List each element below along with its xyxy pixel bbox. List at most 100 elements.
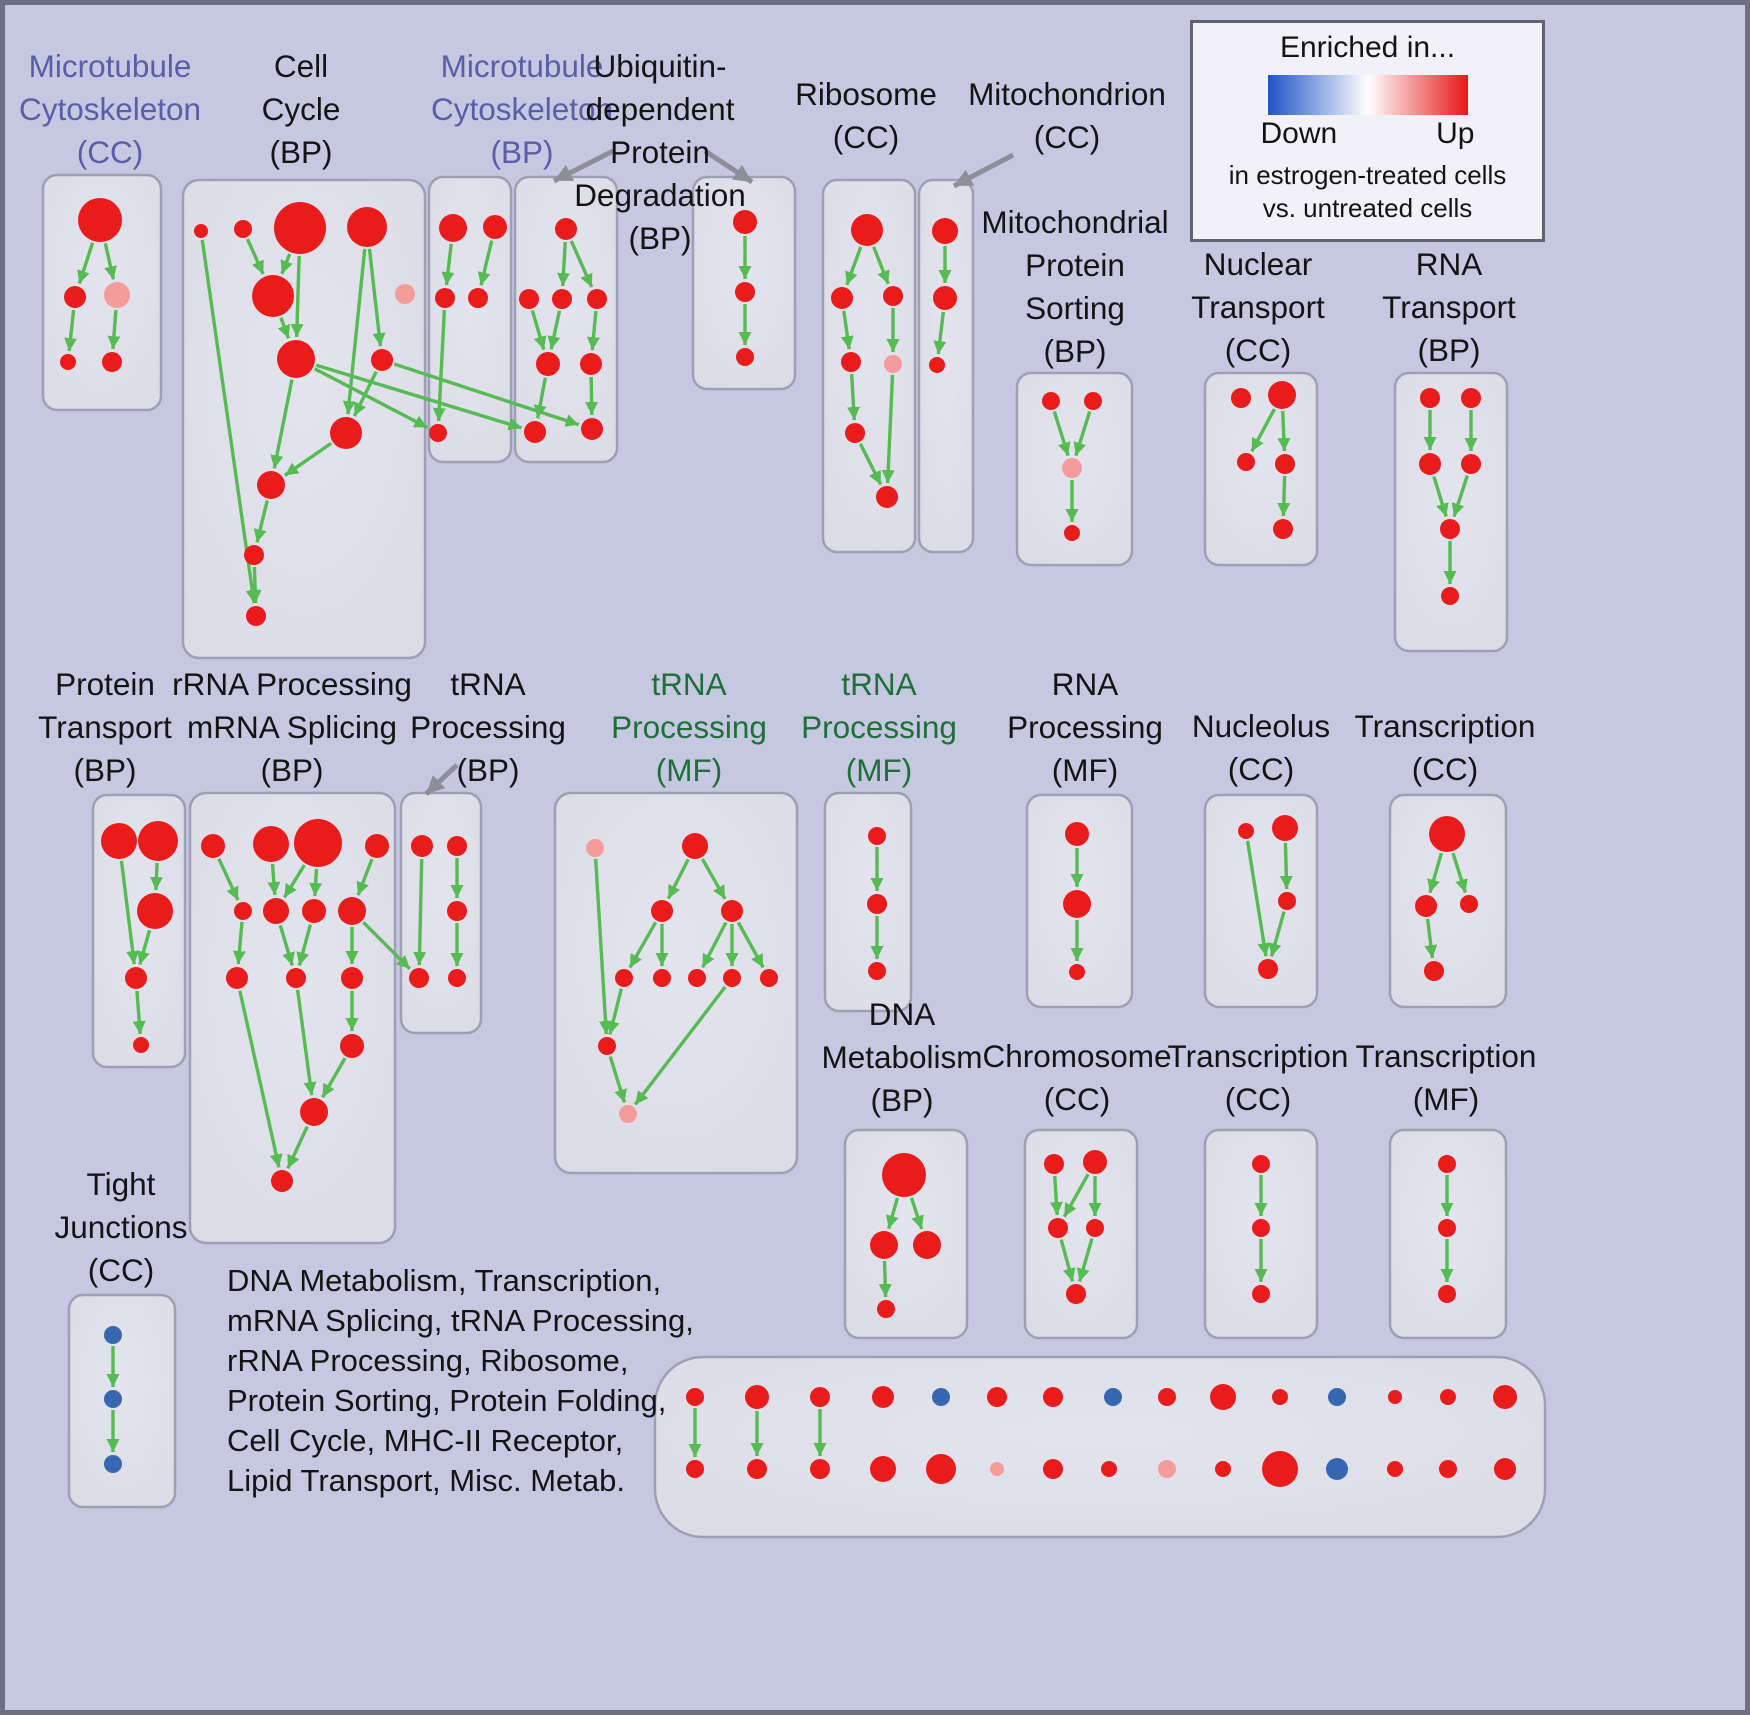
go-term-node-red [876,486,898,508]
edge-nucleolus-cc [1268,911,1286,957]
edge-cell-cycle-bp [290,255,304,338]
go-term-node-red [439,214,467,242]
go-term-node-red [723,969,741,987]
go-term-node-red [1420,388,1440,408]
go-term-node-red [882,1153,926,1197]
go-term-node-red [1387,1461,1403,1477]
go-term-node-red [1272,815,1298,841]
cluster-label-transcription-cc-bottom: Transcription(CC) [1167,1038,1349,1117]
legend-subtitle-line1: in estrogen-treated cells [1228,160,1507,190]
legend-endpoints: Down Up [1261,117,1475,151]
go-term-node-red [64,286,86,308]
edge-transcription-cc-middle [1424,918,1438,959]
go-term-node-red [277,340,315,378]
cluster-label-nucleolus-cc: Nucleolus(CC) [1191,708,1331,787]
edge-ribosome-cc [858,442,883,486]
go-term-node-red [1438,1219,1456,1237]
edge-chromosome-cc [1049,1175,1063,1216]
go-term-node-red [300,1098,328,1126]
go-term-node-red [851,214,883,246]
go-term-node-red [736,348,754,366]
go-term-node-red [810,1459,830,1479]
go-term-node-red [1252,1219,1270,1237]
go-term-node-red [933,286,957,310]
edge-dna-metabolism-bp [878,1260,892,1298]
go-term-node-red [987,1387,1007,1407]
go-term-node-red [867,894,887,914]
edge-cell-cycle-bp [245,238,265,275]
go-term-node-red [760,969,778,987]
go-term-node-red [877,1300,895,1318]
edge-rrna-processing-mrna-splicing-bp [232,921,246,965]
edge-rrna-processing-mrna-splicing-bp [356,858,374,896]
edge-microtubule-cytoskeleton-cc [64,309,78,352]
go-term-node-red [810,1387,830,1407]
go-term-node-red [101,823,137,859]
legend-title: Enriched in... [1279,31,1456,64]
go-term-node-red [1415,895,1437,917]
edge-trna-processing-mf-large [701,921,728,969]
go-term-node-red [330,417,362,449]
go-term-node-red [1237,453,1255,471]
edge-cell-cycle-bp [280,253,293,275]
go-term-node-red [1252,1285,1270,1303]
go-term-node-red [1262,1451,1298,1487]
go-term-node-red [868,962,886,980]
go-term-node-red [371,349,393,371]
legend: Enriched in... Down Up in estrogen-treat… [1190,20,1545,242]
edge-rrna-processing-mrna-splicing-bp [217,857,240,901]
edge-mitochondrion-cc [933,311,947,355]
edge-ubiquitin-degradation-bp-left [530,310,547,351]
go-term-node-red [587,289,607,309]
cluster-label-transcription-cc-middle: Transcription(CC) [1354,708,1536,787]
edge-dna-metabolism-bp [885,1197,900,1230]
edge-rrna-processing-mrna-splicing-bp [238,990,283,1168]
go-term-node-red [1063,890,1091,918]
go-term-node-blue [1104,1388,1122,1406]
go-term-node-red [536,352,560,376]
edge-microtubule-cytoskeleton-bp [441,243,455,286]
cluster-box-dna-metabolism-bp [843,1128,969,1340]
go-term-node-red [409,968,429,988]
go-term-node-red [1044,1154,1064,1174]
cluster-box-rna-transport-bp [1393,371,1509,653]
go-term-node-red [244,545,264,565]
edge-rrna-processing-mrna-splicing-bp [321,1057,347,1099]
edge-protein-transport-bp [132,990,146,1035]
cross-cluster-edge [315,363,523,431]
go-term-node-red [1438,1155,1456,1173]
edge-ubiquitin-degradation-bp-left [547,310,562,350]
go-term-node-red [831,287,853,309]
go-term-node-blue [104,1390,122,1408]
cluster-box-nuclear-transport-cc [1203,371,1319,567]
edge-trna-processing-mf-large [628,921,658,969]
edge-chromosome-cc [1076,1238,1094,1282]
go-term-node-red [932,218,958,244]
go-term-node-red [429,424,447,442]
go-term-node-red [735,282,755,302]
go-term-node-red [1101,1461,1117,1477]
go-term-node-red [1493,1385,1517,1409]
go-term-node-red [1272,1389,1288,1405]
go-term-node-red [435,288,455,308]
cluster-box-protein-transport-bp [91,793,187,1069]
go-term-node-red [580,353,602,375]
go-term-node-red [226,967,248,989]
go-term-node-red [1440,1389,1456,1405]
go-term-node-red [868,827,886,845]
label-pointer-arrow [424,763,459,796]
go-term-node-red [252,275,294,317]
go-term-node-red [1158,1388,1176,1406]
edge-chromosome-cc [1059,1239,1076,1282]
go-term-node-red [1048,1218,1068,1238]
cluster-label-ribosome-cc: Ribosome(CC) [795,76,937,155]
go-term-node-red [411,835,433,857]
edge-trna-processing-mf-large [593,858,612,1035]
